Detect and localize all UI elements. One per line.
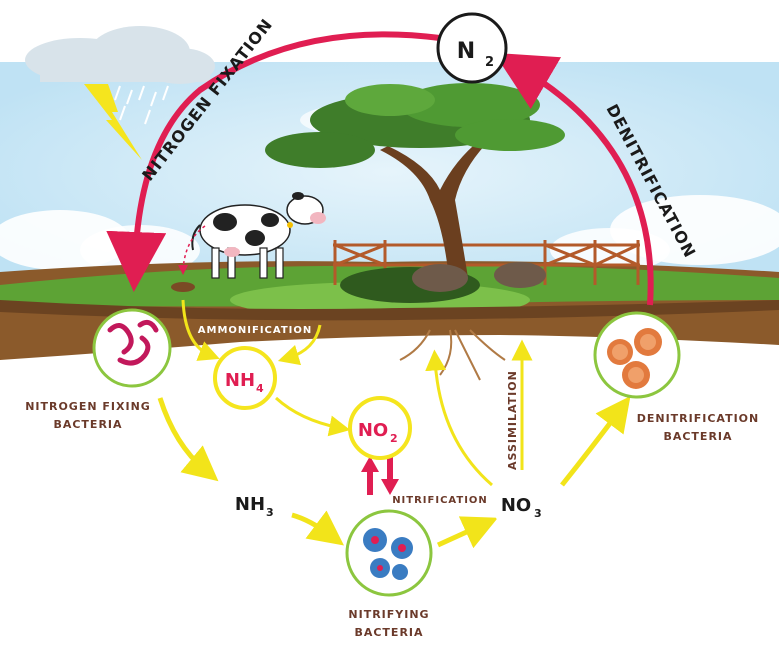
svg-text:NO: NO [501,495,531,516]
svg-text:NH: NH [235,494,265,515]
nitrogen-fixation-arrow [106,31,441,292]
lightning-icon [84,84,142,160]
nitrogen-fixing-bacteria-label-1: NITROGEN FIXING [25,400,151,413]
arrow-ground-to-nh4 [181,299,220,361]
nitrogen-fixing-bacteria-label-2: BACTERIA [53,418,122,431]
virus-icon [363,528,413,580]
rain-icon [114,85,169,125]
svg-text:3: 3 [534,507,542,520]
no3-node: NO 3 [492,473,552,533]
dung-icon [171,225,206,292]
svg-text:N: N [457,39,475,64]
no2-node: NO 2 [348,396,412,460]
nitrification-label: NITRIFICATION [392,495,488,506]
bacteria-icon [107,319,159,366]
round-bacteria-icon [607,328,662,389]
flow-arrows [157,299,631,549]
nh3-node: NH 3 [225,472,285,532]
svg-text:NO: NO [358,420,388,441]
ground [0,261,779,360]
svg-text:3: 3 [266,506,274,519]
denitrification-arrow [494,52,654,306]
nitrifying-bacteria-node [345,509,433,597]
arrow-fixing-to-nh3 [157,397,219,482]
cloud-icon [25,26,215,84]
arrow-no3-to-denitrifying [560,396,631,487]
nitrifying-bacteria-label-2: BACTERIA [354,626,423,639]
arrow-nh4-to-no2 [274,396,351,437]
svg-text:2: 2 [485,55,494,70]
denitrification-bacteria-label-2: BACTERIA [663,430,732,443]
svg-text:2: 2 [390,432,398,445]
nitrogen-fixing-bacteria-node [92,308,172,388]
svg-text:4: 4 [256,382,264,395]
nitrification-double-arrow [361,456,399,495]
arrow-nitrifying-to-no3 [436,516,498,549]
arrow-no3-to-roots [425,349,493,487]
assimilation-label: ASSIMILATION [506,370,519,470]
svg-text:NH: NH [225,370,255,391]
nitrifying-bacteria-label-1: NITRIFYING [348,608,429,621]
tree-icon [265,83,565,381]
fence-icon [333,240,640,285]
arrow-nh3-to-nitrifying [291,510,345,546]
ammonification-label: AMMONIFICATION [198,325,313,336]
arrow-grass-to-nh4 [277,324,322,366]
denitrification-bacteria-label-1: DENITRIFICATION [637,412,760,425]
denitrification-bacteria-node [593,311,681,399]
nh4-node: NH 4 [213,346,277,410]
n2-node: N 2 [436,12,508,84]
